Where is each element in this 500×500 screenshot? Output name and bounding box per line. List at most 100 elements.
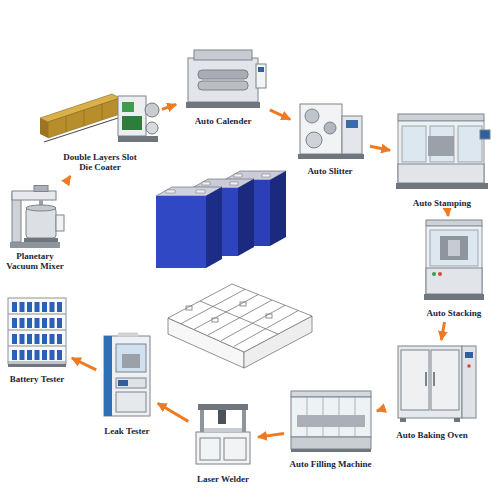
cell-front <box>156 196 206 268</box>
die-press <box>428 136 454 156</box>
glass-enclosure <box>291 397 371 437</box>
test-cell <box>20 302 25 312</box>
test-cell <box>57 350 62 360</box>
stacking-head <box>448 240 460 256</box>
flow-arrow <box>72 358 96 370</box>
station-label: Double Layers Slot Die Coater <box>59 152 141 173</box>
filling-line <box>297 415 365 427</box>
machine-illustration <box>4 185 66 249</box>
test-cell <box>35 350 40 360</box>
work-table <box>204 428 242 432</box>
cabinet-door <box>224 438 246 460</box>
dryer-section <box>102 104 103 120</box>
coating-head <box>118 96 146 136</box>
calender-roll <box>198 81 248 90</box>
rack-shelf <box>8 330 66 331</box>
test-cell <box>12 350 17 360</box>
glass-pane <box>430 230 478 266</box>
drawer <box>116 392 146 412</box>
machine-station: Planetary Vacuum Mixer <box>2 185 68 273</box>
top-sign <box>398 114 484 121</box>
flow-arrow <box>446 212 449 216</box>
rewind-roll <box>146 122 158 134</box>
slitting-roll <box>324 122 336 134</box>
machine-illustration <box>392 112 492 192</box>
screen <box>118 380 128 386</box>
oven-foot <box>400 418 406 422</box>
station-label: Auto Calender <box>194 116 253 126</box>
rack-base <box>8 364 66 367</box>
door-handle <box>433 372 435 386</box>
station-label: Leak Tester <box>103 426 150 436</box>
test-cell <box>50 302 55 312</box>
blue-strip <box>104 336 112 416</box>
machine-illustration <box>190 398 256 468</box>
mixer-arm <box>12 191 56 200</box>
station-label: Auto Stacking <box>426 308 483 318</box>
machine-station: Auto Calender <box>178 48 268 128</box>
test-cell <box>12 318 17 328</box>
dryer-legs <box>44 118 118 142</box>
machine-station: Double Layers Slot Die Coater <box>40 88 160 174</box>
door-handle <box>425 372 427 386</box>
control-column <box>462 346 476 418</box>
tester-rack <box>8 298 66 364</box>
gantry-post <box>242 408 246 432</box>
test-cell <box>57 334 62 344</box>
top-light <box>426 220 482 226</box>
cell-side <box>238 179 254 256</box>
lower-panel <box>398 164 484 183</box>
laser-head <box>218 410 226 424</box>
test-cell <box>42 334 47 344</box>
test-cell <box>35 302 40 312</box>
gantry-post <box>200 408 204 432</box>
test-chamber <box>122 354 140 368</box>
machine-drawing <box>186 50 266 108</box>
cell-side <box>206 187 222 268</box>
test-cell <box>20 334 25 344</box>
machine-base <box>118 136 158 142</box>
cell-terminal <box>262 174 270 177</box>
flow-arrow <box>370 146 390 150</box>
machine-station: Auto Filling Machine <box>286 383 375 471</box>
flow-arrow <box>258 433 284 437</box>
machine-base <box>291 449 371 452</box>
flow-arrow <box>441 322 444 340</box>
screen <box>465 352 473 358</box>
cabinet-door <box>200 438 220 460</box>
screen <box>346 120 358 128</box>
tester-cabinet <box>104 336 150 416</box>
oven-foot <box>454 418 460 422</box>
glass-pane <box>458 126 482 162</box>
unwind-roll <box>145 103 159 117</box>
lower-panel <box>426 268 482 294</box>
monitor <box>480 130 490 139</box>
viewing-window <box>116 344 146 372</box>
machine-illustration <box>98 332 156 420</box>
machine-station: Leak Tester <box>98 332 156 438</box>
oven-door <box>431 350 459 410</box>
machine-base <box>298 154 364 159</box>
test-cell <box>50 334 55 344</box>
machine-base <box>10 242 60 248</box>
dryer-section <box>84 110 85 126</box>
machine-illustration <box>40 88 160 150</box>
machine-station: Auto Slitter <box>292 98 368 178</box>
status-light <box>438 272 442 276</box>
cell-terminal <box>234 174 242 177</box>
machine-drawing <box>424 220 484 300</box>
station-label: Auto Stamping <box>412 198 472 208</box>
test-cell <box>20 318 25 328</box>
machine-illustration <box>384 342 480 424</box>
machine-drawing <box>40 94 159 142</box>
battery-cells <box>156 171 286 268</box>
rack-shelf <box>8 362 66 363</box>
oven-cabinet <box>398 346 462 418</box>
dryer-section <box>66 116 67 132</box>
station-label: Laser Welder <box>196 474 250 484</box>
control-box <box>56 215 64 231</box>
screen <box>258 67 264 72</box>
cell-terminal <box>166 190 175 193</box>
